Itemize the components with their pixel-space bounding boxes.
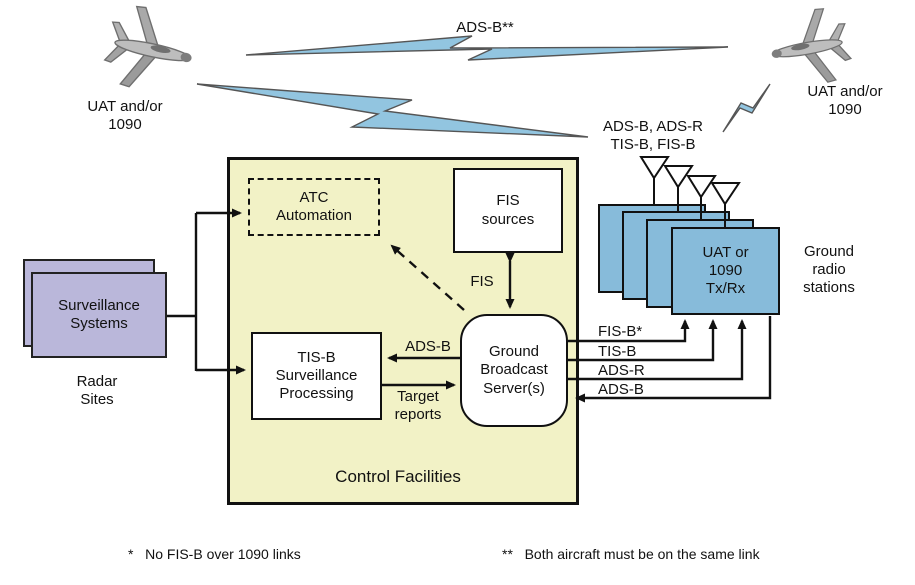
ground-to-air-links-label: ADS-B, ADS-R TIS-B, FIS-B (602, 117, 704, 153)
fis-flow-label: FIS (470, 272, 494, 290)
ground-radio-stations-caption: Ground radio stations (803, 242, 855, 297)
tisb-flow-label: TIS-B (598, 343, 637, 360)
adsb-internal-flow-label: ADS-B (405, 337, 451, 355)
adsr-uplink-line (568, 319, 747, 381)
ground-radio-station-box-front: UAT or 1090 Tx/Rx (671, 227, 780, 315)
aircraft-left-icon (103, 5, 192, 88)
target-reports-flow-label: Target reports (394, 387, 442, 423)
adsb-uplink-flow-label: ADS-B (598, 381, 644, 398)
adsb-air-to-air-label: ADS-B** (456, 18, 514, 36)
aircraft-left-label: UAT and/or 1090 (87, 97, 163, 133)
lightning-bolt-ground-to-right-aircraft (722, 83, 771, 133)
surveillance-systems-box: Surveillance Systems (31, 272, 167, 358)
ground-broadcast-server-box: Ground Broadcast Server(s) (460, 314, 568, 427)
lightning-bolt-ground-to-left-aircraft (196, 83, 589, 138)
aircraft-right-label: UAT and/or 1090 (807, 82, 883, 118)
fisb-flow-label: FIS-B* (598, 323, 643, 340)
adsr-flow-label: ADS-R (598, 362, 645, 379)
lightning-bolt-air-to-air (245, 35, 729, 61)
aircraft-right-icon (771, 8, 853, 83)
radar-sites-caption: Radar Sites (76, 372, 118, 408)
tisb-surveillance-processing-box: TIS-B Surveillance Processing (251, 332, 382, 420)
footnote-same-link: ** Both aircraft must be on the same lin… (502, 546, 760, 562)
control-facilities-title: Control Facilities (335, 466, 461, 486)
atc-automation-box: ATC Automation (248, 178, 380, 236)
footnote-fisb: * No FIS-B over 1090 links (128, 546, 301, 562)
fis-sources-box: FIS sources (453, 168, 563, 253)
